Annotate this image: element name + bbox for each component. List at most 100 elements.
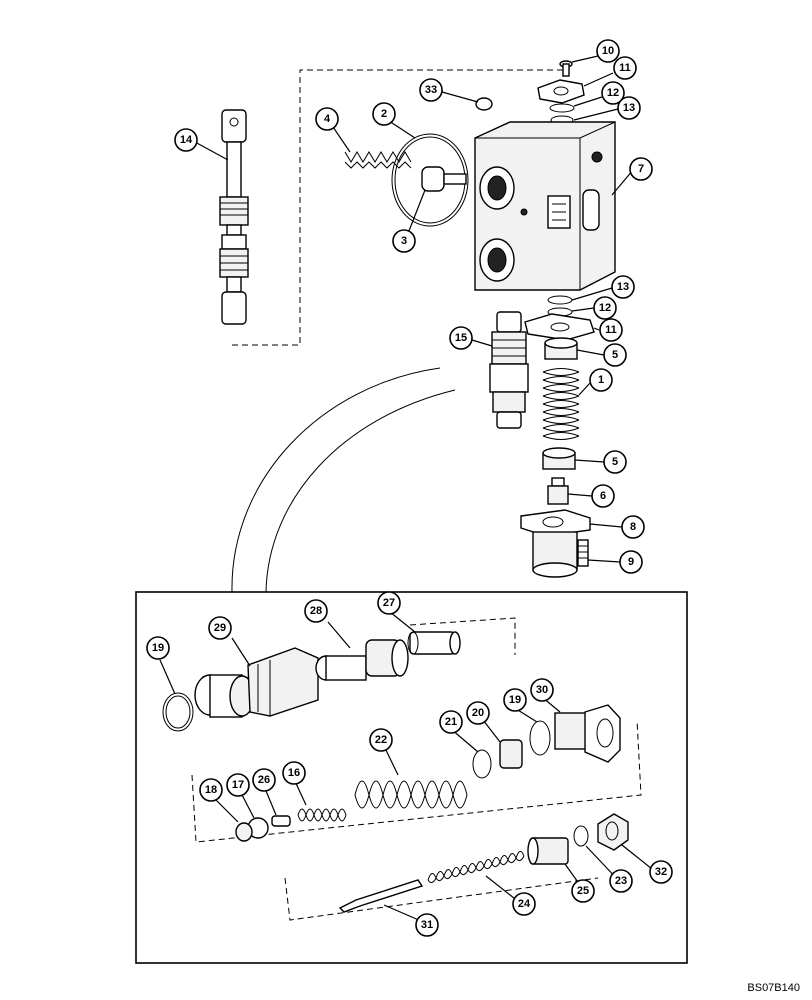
callout-31: 31: [415, 913, 439, 937]
part-4-spring: [344, 151, 412, 169]
part-6-bolt: [547, 477, 569, 505]
callout-16: 16: [282, 761, 306, 785]
part-16-spring: [297, 808, 347, 822]
callout-29: 29: [208, 616, 232, 640]
part-2-o-ring: [391, 133, 469, 227]
svg-text:27: 27: [383, 597, 395, 609]
part-3-poppet: [421, 166, 467, 192]
detail-connector-arc-inner: [265, 389, 456, 593]
callout-5-lower: 5: [603, 450, 627, 474]
part-26-pin: [271, 815, 291, 827]
callout-25: 25: [571, 879, 595, 903]
callout-26: 26: [252, 768, 276, 792]
svg-text:19: 19: [509, 694, 521, 706]
svg-text:20: 20: [472, 707, 484, 719]
svg-text:29: 29: [214, 622, 226, 634]
svg-text:30: 30: [536, 684, 548, 696]
part-21-ring: [472, 749, 492, 779]
part-5-spring-seat-bottom: [542, 447, 576, 470]
part-13-ring-bottom: [547, 295, 573, 305]
callout-11: 11: [613, 56, 637, 80]
svg-text:22: 22: [375, 734, 387, 746]
part-32-nut: [597, 813, 629, 851]
callout-18: 18: [199, 778, 223, 802]
callout-20: 20: [466, 701, 490, 725]
part-5-spring-seat-top: [544, 337, 578, 360]
part-24-spring: [427, 851, 525, 884]
svg-text:2: 2: [381, 108, 387, 120]
svg-text:6: 6: [600, 490, 606, 502]
callout-32: 32: [649, 860, 673, 884]
part-9-screw: [577, 539, 589, 567]
svg-text:17: 17: [232, 779, 244, 791]
part-15-relief-valve: [489, 311, 529, 429]
callout-5-upper: 5: [603, 343, 627, 367]
part-27-sleeve: [407, 631, 461, 655]
part-19-o-ring-left: [162, 692, 194, 732]
svg-text:15: 15: [455, 332, 467, 344]
figure-reference-code: BS07B140: [747, 982, 800, 994]
svg-text:24: 24: [518, 898, 531, 910]
part-1-spring: [542, 368, 580, 440]
part-8-cap: [520, 509, 591, 578]
callout-23: 23: [609, 869, 633, 893]
callout-7: 7: [629, 157, 653, 181]
callout-3: 3: [392, 229, 416, 253]
detail-guide-line-bottom: [284, 877, 599, 921]
part-10-screw: [559, 60, 573, 77]
svg-text:7: 7: [638, 163, 644, 175]
upper-assembly-guide-line: [232, 69, 565, 346]
svg-text:28: 28: [310, 605, 322, 617]
part-23-o-ring: [573, 825, 589, 847]
callout-1: 1: [589, 368, 613, 392]
svg-text:31: 31: [421, 919, 433, 931]
callout-9: 9: [619, 550, 643, 574]
svg-text:11: 11: [605, 324, 617, 336]
part-25-adjuster: [527, 837, 569, 865]
svg-text:10: 10: [602, 45, 614, 57]
callout-14: 14: [174, 128, 198, 152]
part-28-spool: [315, 639, 409, 681]
callout-8: 8: [621, 515, 645, 539]
callout-13: 13: [617, 96, 641, 120]
callout-27: 27: [377, 591, 401, 615]
part-31-needle: [338, 879, 424, 913]
part-29-housing: [194, 647, 319, 718]
part-22-spring: [354, 780, 468, 809]
svg-text:5: 5: [612, 349, 618, 361]
callout-6: 6: [591, 484, 615, 508]
part-7-valve-body: [474, 121, 616, 291]
detail-view-frame: [135, 591, 688, 964]
part-19-o-ring-right: [529, 720, 551, 756]
svg-text:26: 26: [258, 774, 270, 786]
callout-19-left: 19: [146, 636, 170, 660]
svg-text:12: 12: [599, 302, 611, 314]
part-18-nut: [235, 822, 253, 842]
callout-22: 22: [369, 728, 393, 752]
detail-connector-arc-outer: [231, 367, 441, 593]
svg-text:13: 13: [617, 281, 629, 293]
callout-2: 2: [372, 102, 396, 126]
svg-text:32: 32: [655, 866, 667, 878]
detail-guide-line-top: [409, 617, 516, 655]
svg-text:33: 33: [425, 84, 437, 96]
callout-12-lower: 12: [593, 296, 617, 320]
svg-text:3: 3: [401, 235, 407, 247]
callout-21: 21: [439, 710, 463, 734]
callout-13-lower: 13: [611, 275, 635, 299]
part-11-plate-top: [537, 79, 585, 104]
callout-30: 30: [530, 678, 554, 702]
part-33-plug: [475, 97, 493, 111]
svg-text:25: 25: [577, 885, 589, 897]
callout-24: 24: [512, 892, 536, 916]
part-14-spool: [219, 109, 249, 325]
part-20-ring: [499, 739, 523, 769]
part-12-ring-top: [549, 103, 575, 113]
detail-guide-line-middle: [191, 719, 642, 843]
callout-19-right: 19: [503, 688, 527, 712]
svg-text:19: 19: [152, 642, 164, 654]
callout-15: 15: [449, 326, 473, 350]
svg-text:21: 21: [445, 716, 457, 728]
svg-text:12: 12: [607, 87, 619, 99]
